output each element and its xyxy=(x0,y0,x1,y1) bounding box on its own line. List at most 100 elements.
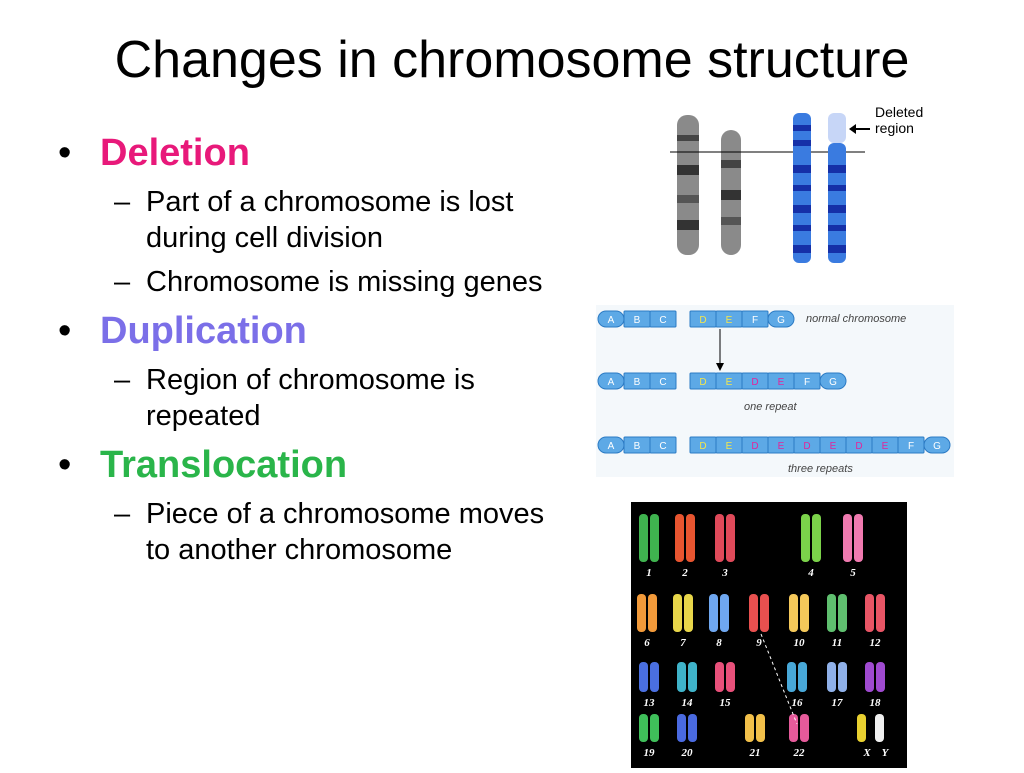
deleted-label-line1: Deleted xyxy=(875,104,924,120)
chromosome-number: Y xyxy=(882,747,890,759)
arrow-icon xyxy=(849,124,870,134)
chromosome-pair: 17 xyxy=(827,662,847,709)
gene-segment: C xyxy=(649,310,677,328)
chromosome-pair: 1 xyxy=(639,514,659,579)
gene-letter: F xyxy=(804,377,810,388)
sub-point: – Piece of a chromosome moves to another… xyxy=(58,496,568,568)
dash: – xyxy=(114,498,131,530)
chromosome-number: 5 xyxy=(850,567,856,579)
sub-point: – Chromosome is missing genes xyxy=(58,264,568,300)
chromosome-pair: 2 xyxy=(675,514,695,579)
chromosome-pair: 18 xyxy=(865,662,885,709)
chromosome-number: 19 xyxy=(644,747,656,759)
gene-letter: D xyxy=(855,441,862,452)
bullet-translocation: • Translocation xyxy=(58,442,568,488)
chromosome-pair: 13 xyxy=(639,662,659,709)
chromosome-pair: 7 xyxy=(673,594,693,649)
chromosome-number: 4 xyxy=(807,567,814,579)
dash: – xyxy=(114,266,131,298)
chromosome-pair: 14 xyxy=(677,662,697,709)
chromosome-pair: 20 xyxy=(677,714,697,759)
sub-point-text: Chromosome is missing genes xyxy=(146,266,543,298)
chromosome-number: 16 xyxy=(792,697,804,709)
gene-letter: E xyxy=(726,315,733,326)
gene-segment: D xyxy=(741,372,769,390)
gene-letter: E xyxy=(882,441,889,452)
bullet-deletion: • Deletion xyxy=(58,130,568,176)
gene-segment: G xyxy=(923,436,951,454)
gene-letter: E xyxy=(830,441,837,452)
gene-letter: D xyxy=(803,441,810,452)
gene-letter: C xyxy=(659,441,666,452)
chromosome-pair: 10 xyxy=(789,594,809,649)
gene-letter: A xyxy=(608,377,615,388)
gene-letter: D xyxy=(699,441,706,452)
chromosome-number: 22 xyxy=(793,747,806,759)
gene-letter: D xyxy=(751,377,758,388)
gene-letter: G xyxy=(933,441,941,452)
gene-letter: E xyxy=(726,377,733,388)
gene-letter: B xyxy=(634,377,641,388)
gene-letter: D xyxy=(699,315,706,326)
gene-letter: F xyxy=(908,441,914,452)
chromosome-number: 13 xyxy=(644,697,656,709)
gene-segment: D xyxy=(741,436,769,454)
gene-segment: D xyxy=(793,436,821,454)
chromosome-number: 1 xyxy=(646,567,652,579)
gene-letter: B xyxy=(634,441,641,452)
gene-letter: A xyxy=(608,315,615,326)
gene-segment: B xyxy=(623,436,651,454)
deleted-label-line2: region xyxy=(875,120,914,136)
gene-letter: C xyxy=(659,315,666,326)
bullet-heading-duplication: Duplication xyxy=(100,310,307,352)
gene-segment: F xyxy=(793,372,821,390)
chromosome-pair: 5 xyxy=(843,514,863,579)
chromosome-pair: 22 xyxy=(789,714,809,759)
gene-segment: E xyxy=(715,310,743,328)
sub-point: – Region of chromosome is repeated xyxy=(58,362,568,434)
chromosome-pair: X xyxy=(857,714,871,759)
gene-segment: C xyxy=(649,436,677,454)
chromosome-number: 14 xyxy=(682,697,694,709)
bullet-dot: • xyxy=(58,444,72,486)
grey-chromosome-normal xyxy=(677,115,699,255)
bullet-dot: • xyxy=(58,132,72,174)
normal-chromosome-label: normal chromosome xyxy=(806,313,907,325)
gene-segment: A xyxy=(597,372,625,390)
gene-segment: B xyxy=(623,310,651,328)
gene-segment: C xyxy=(649,372,677,390)
chromosome-pair: 11 xyxy=(827,594,847,649)
gene-segment: E xyxy=(715,436,743,454)
gene-segment: D xyxy=(845,436,873,454)
gene-segment: A xyxy=(597,310,625,328)
gene-segment: E xyxy=(819,436,847,454)
chromosome-pair: 15 xyxy=(715,662,735,709)
gene-letter: F xyxy=(752,315,758,326)
dash: – xyxy=(114,364,131,396)
gene-letter: G xyxy=(829,377,837,388)
gene-segment: G xyxy=(767,310,795,328)
bullet-duplication: • Duplication xyxy=(58,308,568,354)
sub-point-text: Part of a chromosome is lost during cell… xyxy=(146,186,514,254)
gene-segment: D xyxy=(689,372,717,390)
gene-segment: E xyxy=(715,372,743,390)
chromosome-pair: 16 xyxy=(787,662,807,709)
chromosome-pair: 3 xyxy=(715,514,735,579)
gene-letter: A xyxy=(608,441,615,452)
chromosome-number: 18 xyxy=(870,697,882,709)
chromosome-number: 8 xyxy=(716,637,722,649)
gene-letter: E xyxy=(778,377,785,388)
gene-segment: E xyxy=(767,436,795,454)
chromosome-pair: 4 xyxy=(801,514,821,579)
chromosome-number: 15 xyxy=(720,697,732,709)
chromosome-pair: 6 xyxy=(637,594,657,649)
chromosome-number: 7 xyxy=(680,637,686,649)
translocation-arrow-icon xyxy=(760,633,798,725)
gene-letter: G xyxy=(777,315,785,326)
deletion-figure xyxy=(670,113,870,263)
three-repeats-label: three repeats xyxy=(788,463,853,475)
chromosome-number: 10 xyxy=(794,637,806,649)
chromosome-number: 17 xyxy=(832,697,844,709)
